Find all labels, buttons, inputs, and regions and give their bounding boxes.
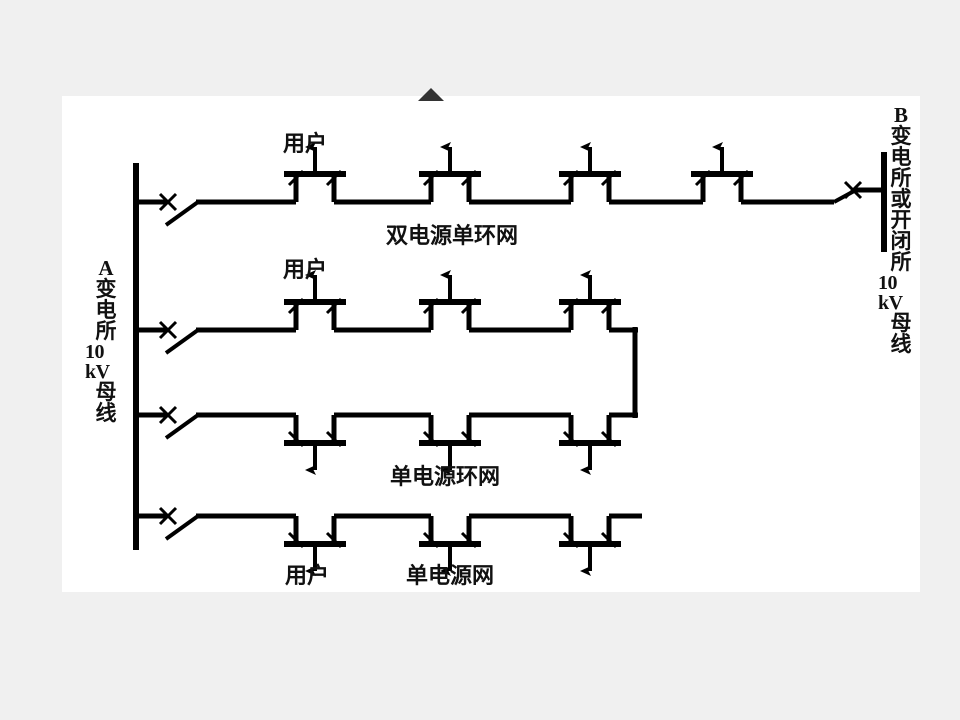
breaker-cross-left-2 bbox=[158, 320, 178, 340]
left-bus-line-1: 变 bbox=[95, 277, 117, 301]
user-label-bottom: 用户 bbox=[285, 563, 330, 588]
feeder-2 bbox=[136, 270, 638, 355]
ring-main-unit bbox=[419, 142, 481, 202]
ring-main-unit bbox=[691, 142, 753, 202]
breaker-cross-left-4 bbox=[158, 506, 178, 526]
left-bus-line-3: 所 bbox=[95, 319, 117, 343]
ring-main-unit bbox=[559, 142, 621, 202]
left-bus-line-4: 10 kV bbox=[85, 341, 110, 383]
breaker-cross-left-3 bbox=[158, 405, 178, 425]
ring-main-unit bbox=[284, 142, 346, 202]
right-bus-line-7: 所 bbox=[890, 250, 912, 274]
right-bus-line-0: B bbox=[893, 103, 908, 127]
right-bus-line-5: 开 bbox=[890, 208, 912, 232]
single-source-net-label: 单电源网 bbox=[406, 563, 495, 588]
ring-main-unit bbox=[559, 270, 621, 330]
ring-main-unit bbox=[284, 415, 346, 475]
right-bus-line-10: 线 bbox=[890, 332, 912, 356]
feeder-4 bbox=[136, 506, 642, 576]
ring-main-unit bbox=[559, 516, 621, 576]
right-bus-line-2: 电 bbox=[890, 145, 912, 169]
right-bus-line-1: 变 bbox=[890, 124, 912, 148]
left-bus-line-5: 母 bbox=[95, 380, 117, 404]
breaker-cross-right-1 bbox=[843, 180, 863, 200]
ring-main-unit bbox=[284, 270, 346, 330]
breaker-cross-left-1 bbox=[158, 192, 178, 212]
ring-main-unit bbox=[419, 415, 481, 475]
user-label-second: 用户 bbox=[283, 257, 328, 282]
left-bus-label: A 变 电 所 10 kV 母 线 bbox=[85, 258, 127, 424]
ring-main-unit bbox=[559, 415, 621, 475]
right-bus-line-9: 母 bbox=[890, 311, 912, 335]
feeder-1 bbox=[136, 142, 884, 227]
left-bus-line-0: A bbox=[98, 256, 114, 280]
dual-source-single-ring-label: 双电源单环网 bbox=[386, 223, 519, 248]
right-bus-label: B 变 电 所 或 开 闭 所 10 kV 母 线 bbox=[878, 105, 924, 355]
ring-main-unit bbox=[419, 270, 481, 330]
left-bus-line-2: 电 bbox=[95, 298, 117, 322]
user-label-top: 用户 bbox=[283, 131, 328, 156]
left-bus-line-6: 线 bbox=[95, 401, 117, 425]
ring-main-unit bbox=[284, 516, 346, 576]
right-bus-line-4: 或 bbox=[890, 187, 912, 211]
ring-main-unit bbox=[419, 516, 481, 576]
feeder-3 bbox=[136, 405, 638, 475]
diagram-panel bbox=[62, 96, 920, 592]
right-bus-line-6: 闭 bbox=[890, 229, 912, 253]
right-bus-line-8: 10 kV bbox=[878, 272, 903, 314]
right-bus-line-3: 所 bbox=[890, 166, 912, 190]
triangle-artifact bbox=[418, 88, 444, 102]
single-source-ring-label: 单电源环网 bbox=[390, 464, 501, 489]
